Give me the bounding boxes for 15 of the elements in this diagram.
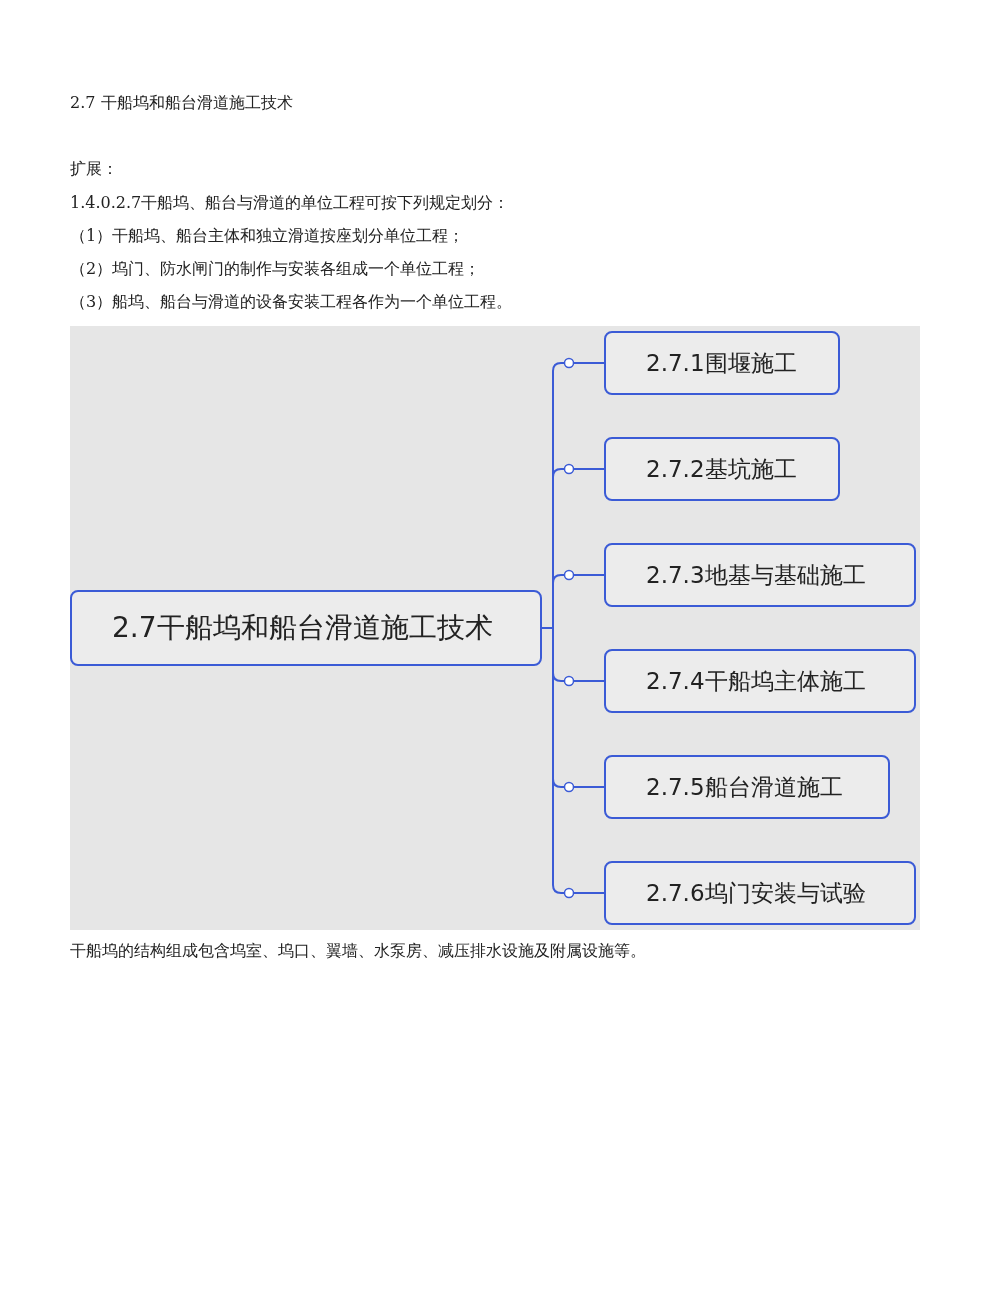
subtopic-box: 2.7.5船台滑道施工 [604,755,890,819]
text-line: 扩展： [70,159,118,180]
subtopic-box: 2.7.6坞门安装与试验 [604,861,916,925]
subtopic-box: 2.7.3地基与基础施工 [604,543,916,607]
subtopic-box: 2.7.4干船坞主体施工 [604,649,916,713]
text-line: 1.4.0.2.7干船坞、船台与滑道的单位工程可按下列规定划分： [70,193,510,214]
section-heading: 2.7 干船坞和船台滑道施工技术 [70,93,293,114]
subtopic-box: 2.7.1围堰施工 [604,331,840,395]
text-line: （2）坞门、防水闸门的制作与安装各组成一个单位工程； [70,259,481,280]
text-line: （3）船坞、船台与滑道的设备安装工程各作为一个单位工程。 [70,292,513,313]
subtopic-box: 2.7.2基坑施工 [604,437,840,501]
topic-box: 2.7干船坞和船台滑道施工技术 [70,590,542,666]
text-line: 干船坞的结构组成包含坞室、坞口、翼墙、水泵房、减压排水设施及附属设施等。 [70,941,646,962]
text-line: （1）干船坞、船台主体和独立滑道按座划分单位工程； [70,226,465,247]
branch-connector [541,627,605,899]
